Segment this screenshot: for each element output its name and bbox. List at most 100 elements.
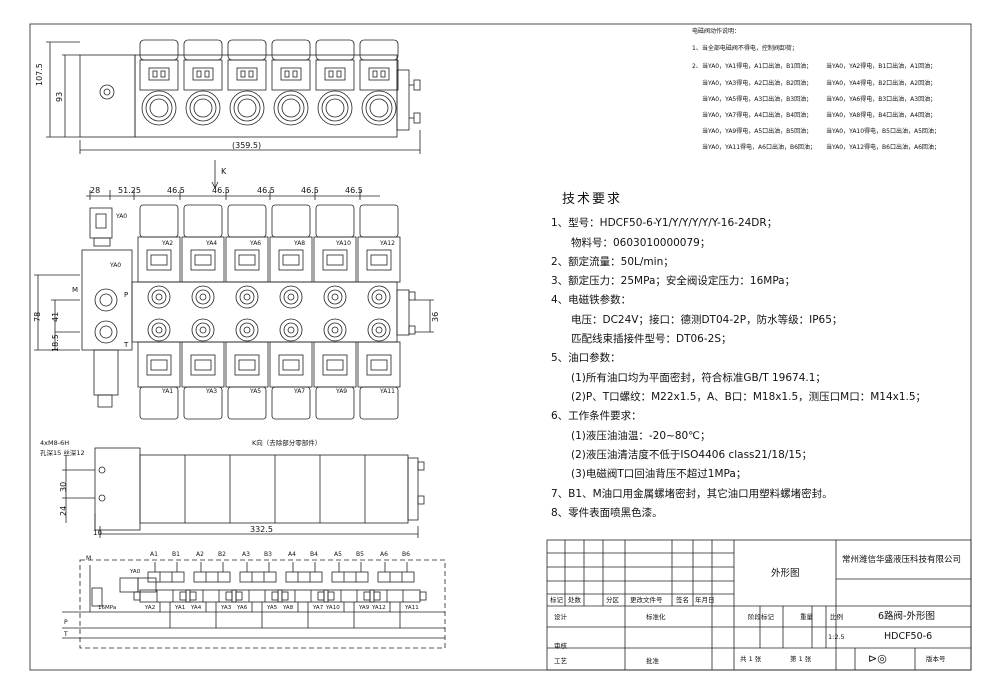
schematic-solenoid: YA4 [191, 605, 202, 611]
tech-line: 7、B1、M油口用金属螺堵密封，其它油口用塑料螺堵密封。 [551, 488, 833, 500]
notes-row-right: 当YA0，YA10得电，B5口出油，A5回油； [826, 128, 940, 135]
dim-pitch-2: 46.5 [212, 186, 230, 195]
solenoid-label-lower: YA9 [336, 388, 348, 395]
schematic-port-a: A4 [288, 551, 296, 558]
schematic-port-b: B5 [356, 551, 364, 558]
title-block-grid [546, 539, 972, 671]
dim-left-low: 18.5 [51, 334, 60, 352]
dim-pitch-4: 46.5 [301, 186, 319, 195]
notes-row-right: 当YA0，YA12得电，B6口出油，A6回油； [826, 144, 940, 151]
tech-line: 1、型号：HDCF50-6-Y1/Y/Y/Y/Y/Y-16-24DR； [551, 217, 778, 229]
schematic-port-a: A1 [150, 551, 158, 558]
solenoid-label-upper: YA8 [294, 240, 306, 247]
schematic-port-b: B4 [310, 551, 318, 558]
schematic-solenoid: YA9 [359, 605, 370, 611]
schematic-solenoid: YA6 [237, 605, 248, 611]
dim-bottom-h2: 24 [59, 505, 68, 516]
title-sheets: 共 1 张 [740, 655, 762, 663]
thread-callout-2: 孔深15 丝深12 [40, 449, 85, 457]
schematic-solenoid: YA12 [372, 605, 386, 611]
notes-row-left: 当YA0，YA11得电，A6口出油，B6回油； [702, 144, 816, 151]
schematic-port-b: B3 [264, 551, 272, 558]
title-process: 工艺 [554, 657, 567, 665]
port-label-m: M [72, 286, 79, 294]
dim-bottom-h1: 30 [59, 481, 68, 492]
schematic-port-b: B6 [402, 551, 410, 558]
title-check: 审核 [554, 642, 567, 650]
k-view [62, 447, 425, 538]
schematic-solenoid-ya0: YA0 [130, 569, 141, 575]
solenoid-label-lower: YA7 [294, 388, 306, 395]
tech-line: 8、零件表面喷黑色漆。 [551, 507, 663, 519]
solenoid-label-lower: YA11 [380, 388, 395, 395]
sheet-border [29, 23, 972, 671]
schematic-port-a: A3 [242, 551, 250, 558]
tech-line: 6、工作条件要求： [551, 410, 642, 422]
port-label-p: P [124, 291, 129, 299]
dim-top-width: (359.5) [232, 141, 262, 150]
tech-line: 匹配线束插接件型号：DT06-2S； [571, 333, 732, 345]
title-col-sign: 签名 [676, 596, 689, 604]
title-part-code: HDCF50-6 [884, 631, 933, 642]
schematic-relief: 16MPa [98, 605, 117, 611]
dim-right: 36 [431, 311, 440, 322]
tech-title: 技术要求 [562, 192, 623, 207]
notes-row-right: 当YA0，YA6得电，B3口出油，A3回油； [826, 96, 937, 103]
schematic-port-a: A5 [334, 551, 342, 558]
notes-row-left: 当YA0，YA7得电，A4口出油，B4回油； [702, 112, 813, 119]
dim-bottom-off: 10 [93, 529, 102, 537]
title-stage-mark: 阶段标记 [748, 613, 774, 621]
title-scale: 1:2.5 [828, 633, 845, 641]
title-scale-label: 比例 [830, 613, 843, 621]
tech-line: 3、额定压力：25MPa；安全阀设定压力：16MPa； [551, 275, 796, 287]
solenoid-label-lower: YA3 [206, 388, 218, 395]
title-col-date: 年月日 [695, 596, 715, 604]
notes-title: 电磁阀动作说明： [692, 28, 741, 35]
dim-pitch-3: 46.5 [257, 186, 275, 195]
notes-line2-prefix: 2、 [692, 63, 702, 70]
title-company: 常州潍信华盛液压科技有限公司 [842, 555, 962, 565]
dim-top-height-outer: 107.5 [35, 63, 44, 86]
title-part-name: 6路阀-外形图 [878, 611, 935, 622]
schematic-port-a: A6 [380, 551, 388, 558]
title-design: 设计 [554, 613, 567, 621]
tech-line: (1)液压油油温：-20~80℃； [571, 430, 711, 442]
projection-symbol-icon: ⊳◎ [868, 652, 887, 665]
tech-line: 5、油口参数： [551, 352, 621, 364]
solenoid-label-lower: YA1 [162, 388, 174, 395]
front-view [34, 190, 434, 420]
title-col-mark: 标记 [550, 596, 563, 604]
solenoid-label-upper: YA10 [336, 240, 351, 247]
notes-row-left: 当YA0，YA3得电，A2口出油，B2回油； [702, 80, 813, 87]
title-version: 版本号 [926, 655, 946, 663]
dim-pitch-5: 46.5 [345, 186, 363, 195]
schematic-line-t: T [64, 631, 68, 638]
schematic-solenoid: YA10 [326, 605, 340, 611]
hydraulic-schematic [62, 559, 446, 649]
schematic-solenoid: YA11 [405, 605, 419, 611]
schematic-solenoid: YA5 [267, 605, 278, 611]
tech-line: (3)电磁阀T口回油背压不超过1MPa； [571, 468, 747, 480]
schematic-port-b: B1 [172, 551, 180, 558]
k-view-label: K向（去除部分零部件） [252, 439, 322, 447]
tech-line: 4、电磁铁参数： [551, 294, 632, 306]
dim-pitch-1: 46.5 [167, 186, 185, 195]
notes-row-right: 当YA0，YA8得电，B4口出油，A4回油； [826, 112, 937, 119]
dim-bottom-width: 332.5 [250, 525, 273, 534]
solenoid-label-lower: YA5 [250, 388, 262, 395]
solenoid-label-upper: YA12 [380, 240, 395, 247]
view-arrow-k: K [221, 167, 227, 176]
notes-row-left: 当YA0，YA5得电，A3口出油，B3回油； [702, 96, 813, 103]
dim-spacing-second: 51.25 [118, 186, 141, 195]
port-label-t: T [124, 341, 129, 349]
notes-line1: 1、当全部电磁阀不得电，控制阀卸荷； [692, 45, 798, 52]
schematic-sections [133, 562, 427, 628]
schematic-solenoid: YA7 [313, 605, 324, 611]
top-sections [139, 39, 399, 126]
schematic-solenoid: YA8 [283, 605, 294, 611]
title-col-doc: 更改文件号 [630, 596, 663, 604]
title-approve: 批准 [646, 657, 659, 665]
title-col-zone: 分区 [606, 596, 619, 604]
schematic-solenoid: YA2 [145, 605, 156, 611]
